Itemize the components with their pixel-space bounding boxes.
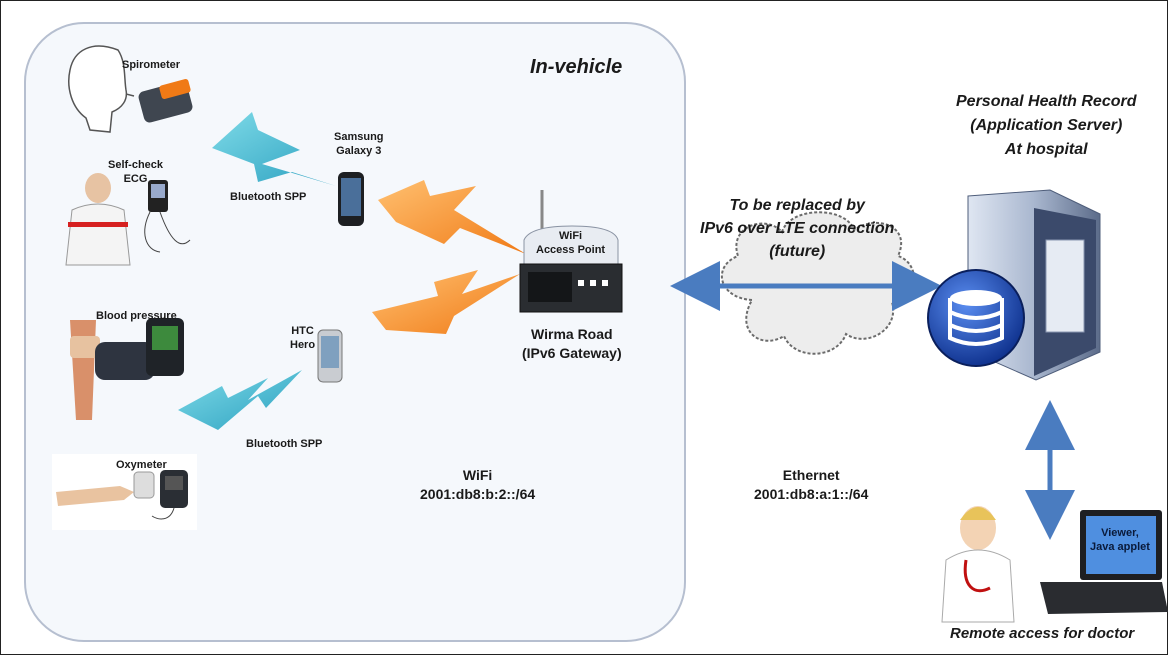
oxymeter-icon — [52, 454, 197, 530]
cloud-label-line3: (future) — [769, 243, 826, 260]
doctor-icon — [941, 506, 1015, 623]
oxymeter-label: Oxymeter — [116, 459, 167, 471]
samsung-phone-icon — [338, 172, 364, 226]
samsung-label-line1: Samsung — [334, 131, 384, 143]
wifi-network-name: WiFi — [462, 467, 493, 483]
ecg-label-line2: ECG — [123, 173, 148, 185]
wifi-bolt-icon-bottom — [372, 270, 520, 334]
blood-pressure-label: Blood pressure — [96, 310, 177, 322]
in-vehicle-title: In-vehicle — [530, 56, 623, 78]
bluetooth-bolt-icon-bottom — [178, 370, 302, 430]
gateway-name-label: Wirma Road (IPv6 Gateway) — [522, 325, 622, 363]
htc-label-line2: Hero — [290, 339, 316, 351]
server-label: Personal Health Record (Application Serv… — [956, 90, 1137, 162]
wifi-network-prefix: 2001:db8:b:2::/64 — [420, 486, 536, 502]
cloud-label-line1: To be replaced by — [729, 197, 865, 214]
ethernet-name: Ethernet — [782, 467, 840, 483]
samsung-label: Samsung Galaxy 3 — [334, 130, 384, 158]
ecg-label-line1: Self-check — [108, 159, 164, 171]
ecg-person-icon — [65, 173, 191, 266]
bluetooth-bolt-icon-top — [212, 112, 336, 186]
laptop-screen-line2: Java applet — [1090, 541, 1150, 553]
wifi-network-label: WiFi 2001:db8:b:2::/64 — [420, 466, 535, 504]
laptop-screen-line1: Viewer, — [1101, 527, 1139, 539]
laptop-screen-label: Viewer, Java applet — [1090, 526, 1150, 554]
bluetooth-label-bottom: Bluetooth SPP — [246, 438, 323, 450]
server-label-line1: Personal Health Record — [956, 93, 1137, 110]
spirometer-label: Spirometer — [122, 59, 181, 71]
htc-label: HTC Hero — [290, 324, 315, 352]
ecg-label: Self-check ECG — [108, 158, 163, 186]
cloud-label: To be replaced by IPv6 over LTE connecti… — [700, 194, 894, 263]
ethernet-prefix: 2001:db8:a:1::/64 — [754, 486, 869, 502]
doctor-caption: Remote access for doctor — [950, 625, 1135, 642]
gateway-name-line1: Wirma Road — [531, 326, 613, 342]
samsung-label-line2: Galaxy 3 — [336, 145, 382, 157]
spirometer-person-icon — [68, 45, 193, 133]
wifi-bolt-icon-top — [378, 180, 526, 254]
access-point-label-line2: Access Point — [536, 244, 606, 256]
ethernet-label: Ethernet 2001:db8:a:1::/64 — [754, 466, 868, 504]
gateway-name-line2: (IPv6 Gateway) — [522, 345, 622, 361]
server-icon — [927, 189, 1101, 381]
blood-pressure-icon — [70, 318, 184, 420]
htc-label-line1: HTC — [291, 325, 314, 337]
htc-phone-icon — [317, 329, 343, 383]
laptop-icon — [1040, 510, 1168, 614]
bluetooth-label-top: Bluetooth SPP — [230, 191, 307, 203]
access-point-label: WiFi Access Point — [536, 229, 605, 257]
access-point-label-line1: WiFi — [558, 230, 583, 242]
server-label-line2: (Application Server) — [970, 117, 1123, 134]
server-label-line3: At hospital — [1004, 141, 1088, 158]
gateway-router-icon — [519, 190, 623, 313]
in-vehicle-region — [24, 22, 686, 642]
cloud-label-line2: IPv6 over LTE connection — [700, 220, 895, 237]
